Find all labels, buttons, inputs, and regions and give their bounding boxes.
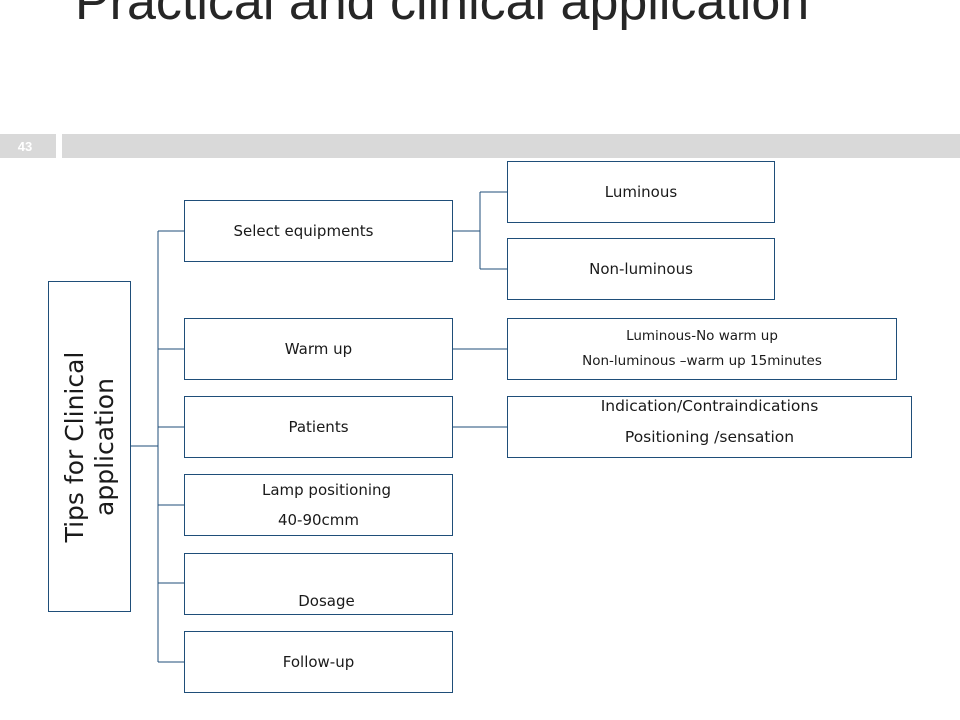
node-warm-up: Warm up xyxy=(184,318,453,380)
node-luminous-label: Luminous xyxy=(604,183,678,201)
node-non-luminous: Non-luminous xyxy=(507,238,775,300)
node-lamp-positioning-sub: 40-90cmm xyxy=(277,511,360,529)
node-lamp-positioning-label: Lamp positioning xyxy=(261,481,392,499)
node-warm-up-label: Warm up xyxy=(284,340,353,358)
slide-title: Practical and clinical application xyxy=(75,0,810,31)
node-follow-up-label: Follow-up xyxy=(282,653,355,671)
node-select-equipments-label: Select equipments xyxy=(233,222,374,240)
node-dosage-label: Dosage xyxy=(298,592,355,610)
slide-number: 43 xyxy=(0,134,56,158)
node-select-equipments: Select equipments xyxy=(184,200,453,262)
header-band xyxy=(62,134,960,158)
slide-number-text: 43 xyxy=(17,138,33,154)
node-non-luminous-label: Non-luminous xyxy=(589,260,693,278)
node-patients: Patients xyxy=(184,396,453,458)
warm-up-detail-line-1: Luminous-No warm up xyxy=(626,328,778,344)
node-patients-label: Patients xyxy=(288,418,349,436)
node-dosage: Dosage xyxy=(184,553,453,615)
root-node: Tips for Clinical application xyxy=(48,281,131,612)
node-patients-detail: Indication/Contraindications Positioning… xyxy=(507,396,912,458)
node-luminous: Luminous xyxy=(507,161,775,223)
patients-detail-line-1: Indication/Contraindications xyxy=(600,397,819,415)
node-warm-up-detail: Luminous-No warm up Non-luminous –warm u… xyxy=(507,318,897,380)
warm-up-detail-line-2: Non-luminous –warm up 15minutes xyxy=(582,353,822,369)
root-label: Tips for Clinical application xyxy=(59,351,119,542)
node-follow-up: Follow-up xyxy=(184,631,453,693)
patients-detail-line-2: Positioning /sensation xyxy=(624,428,795,446)
node-lamp-positioning: Lamp positioning 40-90cmm xyxy=(184,474,453,536)
